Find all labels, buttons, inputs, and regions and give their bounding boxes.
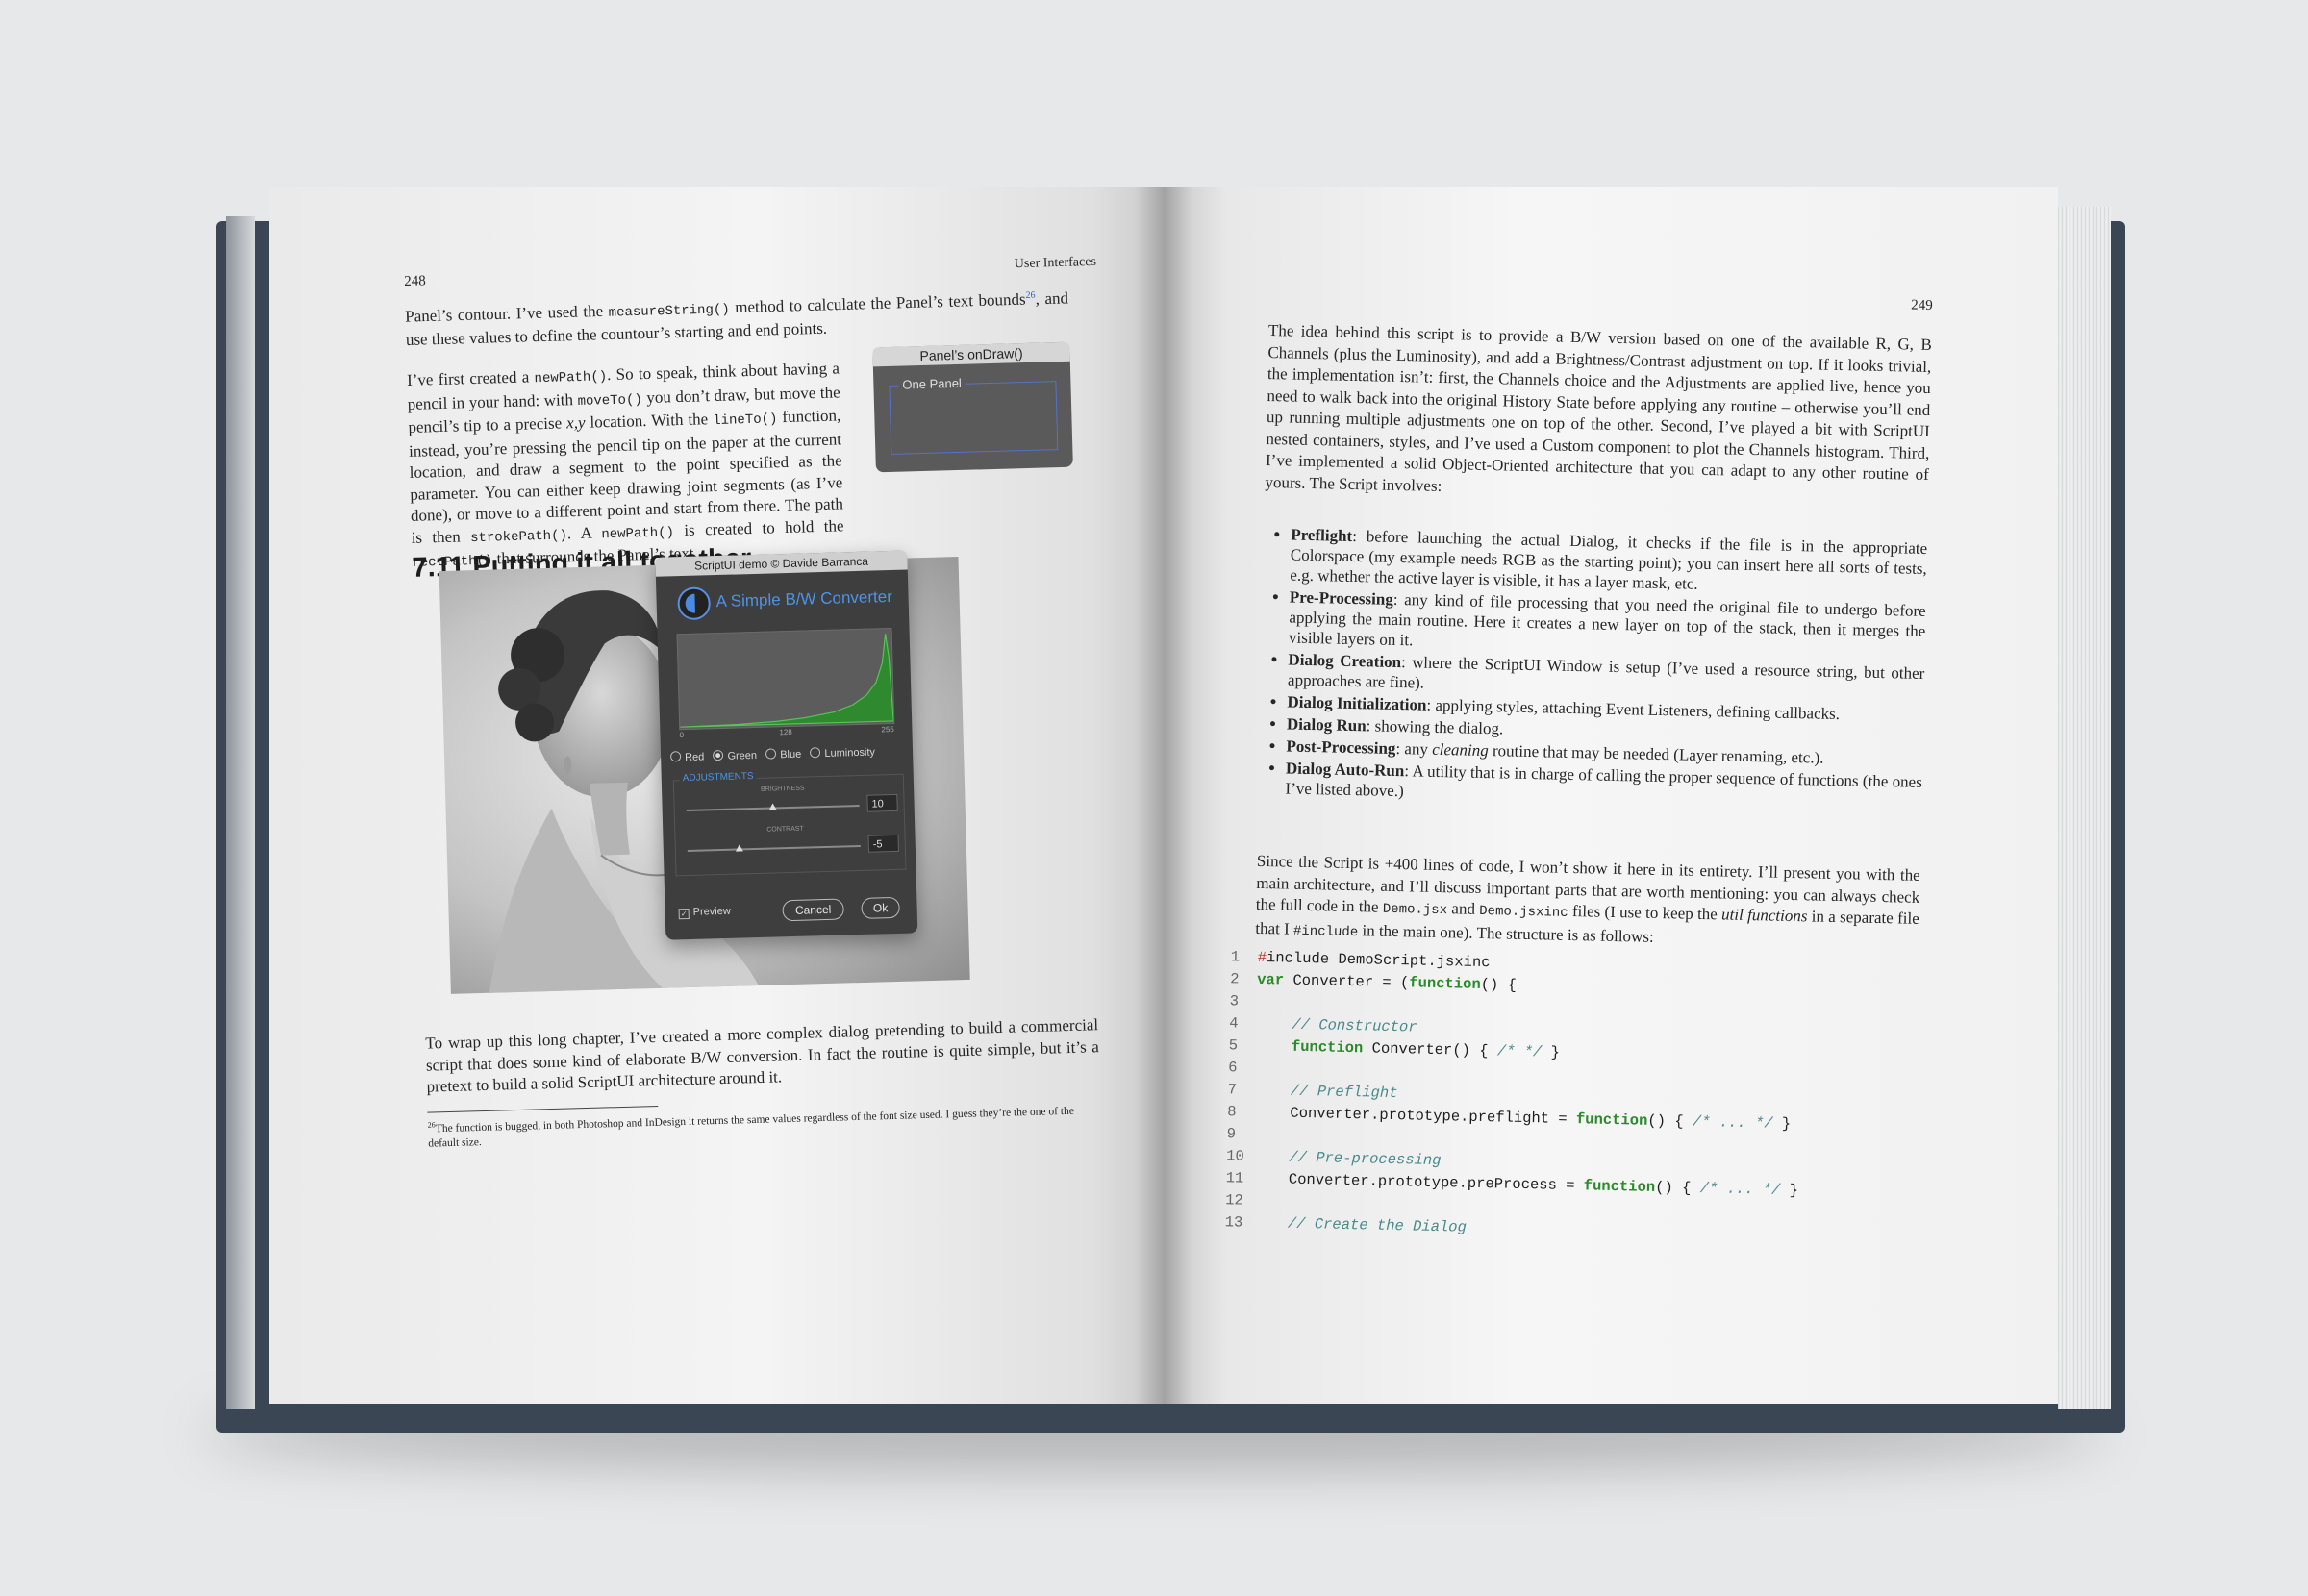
code-token: Converter.prototype.preflight = bbox=[1253, 1103, 1577, 1129]
paragraph: I’ve first created a newPath(). So to sp… bbox=[406, 359, 844, 571]
code-token: // Pre-processing bbox=[1252, 1147, 1442, 1170]
paragraph: Panel’s contour. I’ve used the measureSt… bbox=[404, 288, 1069, 350]
code-token: // Constructor bbox=[1256, 1014, 1417, 1036]
preview-checkbox[interactable]: ✓Preview bbox=[678, 906, 731, 920]
line-number: 8 bbox=[1227, 1103, 1237, 1121]
hist-tick: 0 bbox=[679, 731, 685, 740]
code-token: Converter.prototype.preProcess = bbox=[1252, 1169, 1584, 1195]
logo-icon bbox=[677, 586, 712, 621]
code-token: /* ... */ bbox=[1692, 1112, 1773, 1133]
line-number: 5 bbox=[1228, 1036, 1239, 1055]
line-number: 9 bbox=[1226, 1125, 1237, 1143]
bullet-list: Preflight: before launching the actual D… bbox=[1258, 524, 1927, 814]
left-page-edges bbox=[226, 216, 255, 1409]
line-number: 3 bbox=[1229, 992, 1240, 1010]
code-token: } bbox=[1542, 1043, 1561, 1061]
code-token: } bbox=[1772, 1114, 1792, 1134]
panel-label: One Panel bbox=[898, 375, 966, 392]
histogram-plot bbox=[680, 634, 894, 728]
page-number: 249 bbox=[1910, 297, 1933, 314]
portrait-photo bbox=[439, 557, 970, 994]
line-number: 12 bbox=[1224, 1191, 1243, 1209]
radio-luminosity[interactable]: Luminosity bbox=[810, 747, 875, 761]
radio-blue[interactable]: Blue bbox=[765, 748, 801, 761]
panel-ondraw-dialog: Panel’s onDraw() One Panel bbox=[872, 341, 1073, 473]
brightness-slider[interactable] bbox=[686, 803, 860, 812]
left-page: 248 User Interfaces Panel’s contour. I’v… bbox=[269, 187, 1164, 1404]
code-token: Converter = ( bbox=[1283, 971, 1410, 992]
adjustments-label: ADJUSTMENTS bbox=[679, 770, 757, 785]
code-token: function bbox=[1575, 1110, 1648, 1130]
footnote-ref: 26 bbox=[1025, 289, 1036, 301]
code-token: () { bbox=[1647, 1111, 1693, 1131]
brightness-value[interactable]: 10 bbox=[866, 793, 898, 812]
code-token: function bbox=[1291, 1037, 1364, 1058]
check-icon: ✓ bbox=[678, 908, 690, 920]
cancel-button[interactable]: Cancel bbox=[782, 898, 844, 922]
channel-radio-group: Red Green Blue Luminosity bbox=[669, 746, 875, 764]
code-token: var bbox=[1257, 970, 1285, 989]
code-token: () { bbox=[1480, 975, 1518, 994]
right-page: 249 The idea behind this script is to pr… bbox=[1164, 187, 2058, 1404]
right-page-content: 249 The idea behind this script is to pr… bbox=[1224, 284, 1932, 1236]
code-token bbox=[1256, 1037, 1292, 1056]
contrast-slider[interactable] bbox=[687, 844, 861, 853]
list-item: Pre-Processing: any kind of file process… bbox=[1289, 587, 1926, 661]
code-token: /* ... */ bbox=[1699, 1179, 1781, 1199]
paragraph: Since the Script is +400 lines of code, … bbox=[1255, 851, 1920, 946]
dialog-heading: A Simple B/W Converter bbox=[715, 586, 893, 611]
code-token: function bbox=[1583, 1177, 1656, 1196]
code-token: function bbox=[1409, 974, 1481, 993]
code-token: include DemoScript.jsxinc bbox=[1266, 949, 1491, 972]
bw-converter-dialog: ScriptUI demo © Davide Barranca A Simple… bbox=[655, 550, 918, 940]
line-number: 11 bbox=[1225, 1169, 1244, 1187]
histogram bbox=[676, 627, 895, 731]
code-token: Converter() { bbox=[1363, 1039, 1498, 1060]
list-item: Preflight: before launching the actual D… bbox=[1290, 525, 1927, 599]
paragraph: The idea behind this script is to provid… bbox=[1265, 320, 1932, 495]
left-page-content: 248 User Interfaces Panel’s contour. I’v… bbox=[404, 254, 1099, 1150]
slider-thumb[interactable] bbox=[735, 844, 743, 852]
code-token: // Preflight bbox=[1254, 1081, 1398, 1103]
line-number: 2 bbox=[1230, 970, 1240, 988]
hist-tick: 255 bbox=[881, 724, 894, 735]
line-number: 1 bbox=[1230, 948, 1241, 966]
line-number: 13 bbox=[1224, 1213, 1243, 1232]
adjustments-panel: ADJUSTMENTS BRIGHTNESS 10 CONTRAST -5 bbox=[672, 770, 907, 877]
page-number: 248 bbox=[404, 273, 426, 289]
footnote: 26The function is bugged, in both Photos… bbox=[427, 1105, 1075, 1150]
radio-green[interactable]: Green bbox=[713, 749, 757, 762]
code-token: } bbox=[1780, 1181, 1799, 1200]
line-number: 6 bbox=[1228, 1059, 1238, 1077]
code-token: // Create the Dialog bbox=[1251, 1213, 1468, 1236]
contrast-label: CONTRAST bbox=[766, 825, 804, 834]
paragraph: To wrap up this long chapter, I’ve creat… bbox=[425, 1015, 1099, 1096]
line-number: 10 bbox=[1226, 1147, 1244, 1165]
line-number: 7 bbox=[1227, 1081, 1238, 1099]
code-token: /* */ bbox=[1496, 1042, 1543, 1061]
hist-tick: 128 bbox=[779, 727, 792, 737]
radio-red[interactable]: Red bbox=[669, 751, 705, 763]
contrast-value[interactable]: -5 bbox=[867, 834, 899, 853]
book-gutter bbox=[1135, 187, 1192, 1404]
dialog-title: Panel’s onDraw() bbox=[872, 341, 1070, 367]
panel-outline bbox=[889, 381, 1059, 455]
right-page-edges bbox=[2058, 207, 2111, 1409]
line-number: 4 bbox=[1229, 1014, 1239, 1033]
ok-button[interactable]: Ok bbox=[861, 896, 900, 919]
slider-thumb[interactable] bbox=[768, 803, 777, 810]
brightness-label: BRIGHTNESS bbox=[761, 785, 805, 793]
portrait-illustration bbox=[489, 590, 759, 993]
running-head: User Interfaces bbox=[1014, 254, 1097, 272]
code-token: () { bbox=[1654, 1178, 1700, 1197]
